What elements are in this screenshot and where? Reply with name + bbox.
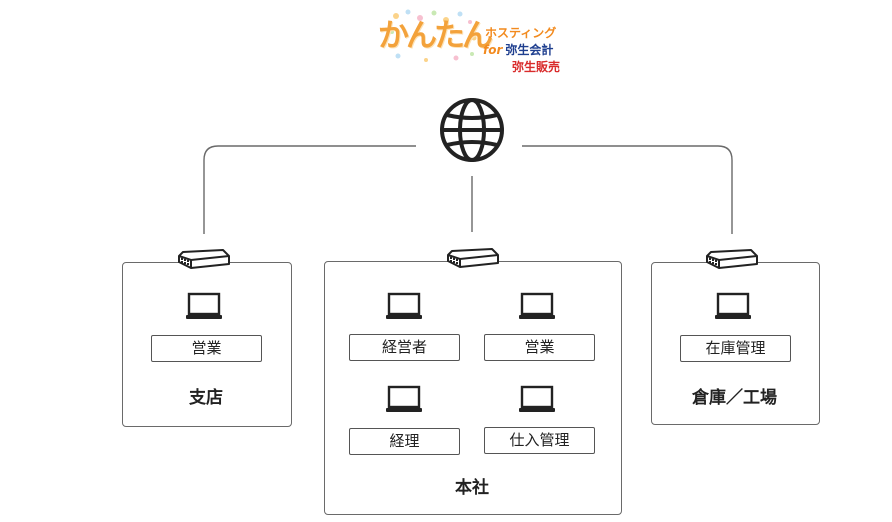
logo-main-text: かんたん [378,18,493,54]
headquarters-title: 本社 [455,478,489,498]
branch-pc-label: 営業 [151,335,262,362]
router-icon [447,248,499,268]
logo-product-kaikei: 弥生会計 [505,43,554,57]
globe-icon [440,98,504,162]
branch-title: 支店 [189,388,223,408]
hq-pc-label-accounting: 経理 [349,428,460,455]
laptop-icon [186,292,222,319]
logo-product-hanbai: 弥生販売 [512,60,561,74]
laptop-icon [386,385,422,412]
laptop-icon [715,292,751,319]
hq-pc-label-executive: 経営者 [349,334,460,361]
hq-pc-label-purchasing: 仕入管理 [484,427,595,454]
warehouse-pc-label: 在庫管理 [680,335,791,362]
laptop-icon [386,292,422,319]
router-icon [706,249,758,269]
logo-hosting-text: ホスティング [485,26,557,40]
hq-pc-label-sales: 営業 [484,334,595,361]
laptop-icon [519,385,555,412]
laptop-icon [519,292,555,319]
logo-for-text: for [483,43,503,57]
router-icon [178,249,230,269]
headquarters-box [324,261,622,515]
logo-dots-decoration [390,9,477,62]
warehouse-title: 倉庫／工場 [692,388,777,408]
